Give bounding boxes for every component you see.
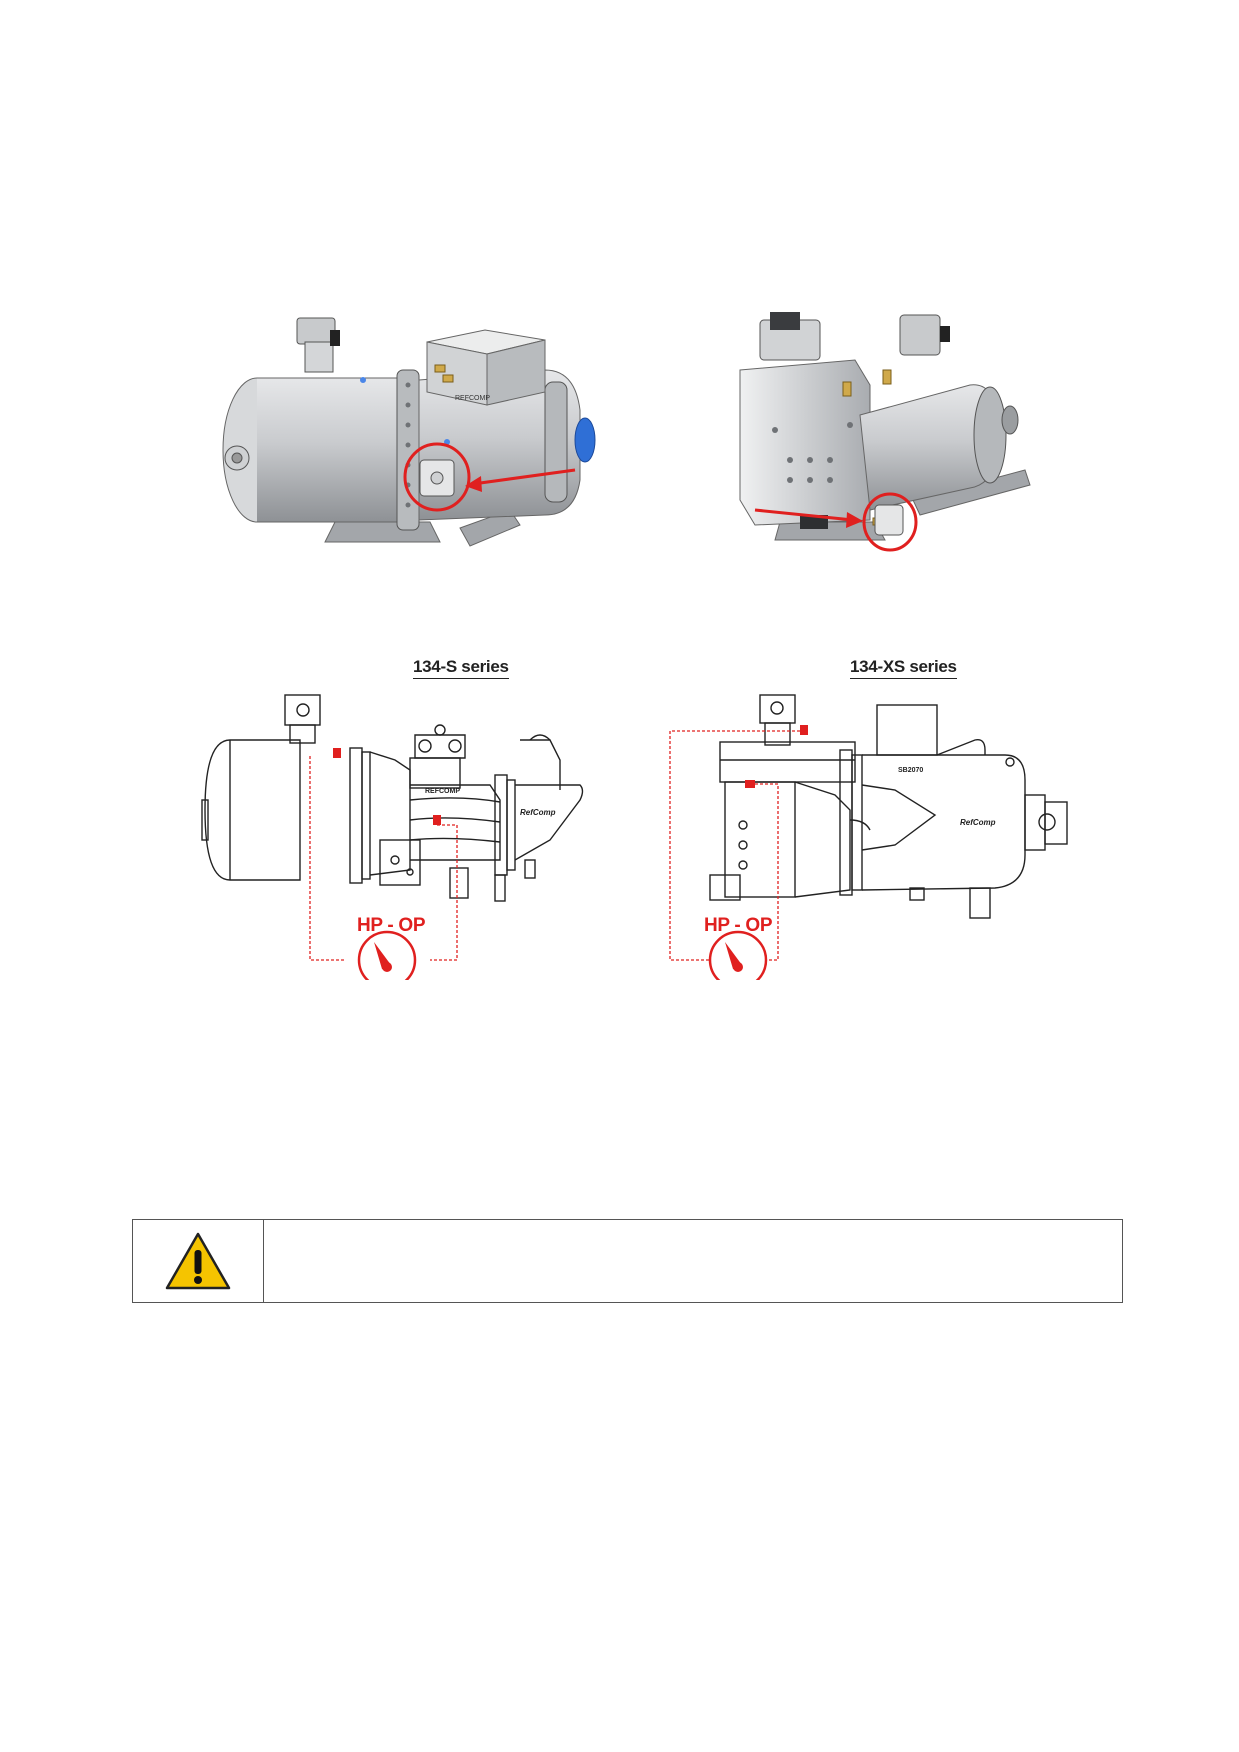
pressure-tap-hp-right bbox=[800, 725, 808, 735]
warning-text bbox=[264, 1220, 1122, 1302]
brand-label-drawing-right: RefComp bbox=[960, 818, 996, 827]
warning-icon-cell bbox=[133, 1220, 264, 1302]
pressure-tap-op-left bbox=[433, 815, 441, 825]
code-label-drawing-right: SB2070 bbox=[898, 767, 923, 774]
caption-134xs-series: 134-XS series bbox=[850, 657, 957, 679]
compressor-3d-134s: REFCOMP bbox=[222, 317, 596, 547]
drawing-134s: REFCOMP RefComp bbox=[201, 694, 584, 980]
pressure-gauge-icon-right bbox=[708, 930, 768, 980]
gauge-label-right: HP - OP bbox=[704, 915, 773, 936]
brand-label-drawing-left: REFCOMP bbox=[425, 788, 460, 795]
warning-box bbox=[132, 1219, 1123, 1303]
drawing-134xs: SB2070 RefComp bbox=[669, 694, 1068, 980]
pressure-tap-hp-left bbox=[333, 748, 341, 758]
compressor-3d-134xs bbox=[739, 312, 1031, 552]
highlight-arrow-left bbox=[472, 468, 576, 486]
pressure-tap-op-right bbox=[745, 780, 755, 788]
gauge-label-left: HP - OP bbox=[357, 915, 426, 936]
brand-label-3d-left: REFCOMP bbox=[455, 395, 490, 402]
highlight-circle-left bbox=[403, 442, 471, 512]
pressure-gauge-icon-left bbox=[357, 930, 417, 980]
highlight-circle-right bbox=[862, 492, 918, 552]
warning-triangle-icon bbox=[165, 1232, 231, 1290]
caption-134s-series: 134-S series bbox=[413, 657, 509, 679]
brand-label-drawing-left-2: RefComp bbox=[520, 808, 556, 817]
highlight-arrow-right bbox=[754, 508, 854, 522]
